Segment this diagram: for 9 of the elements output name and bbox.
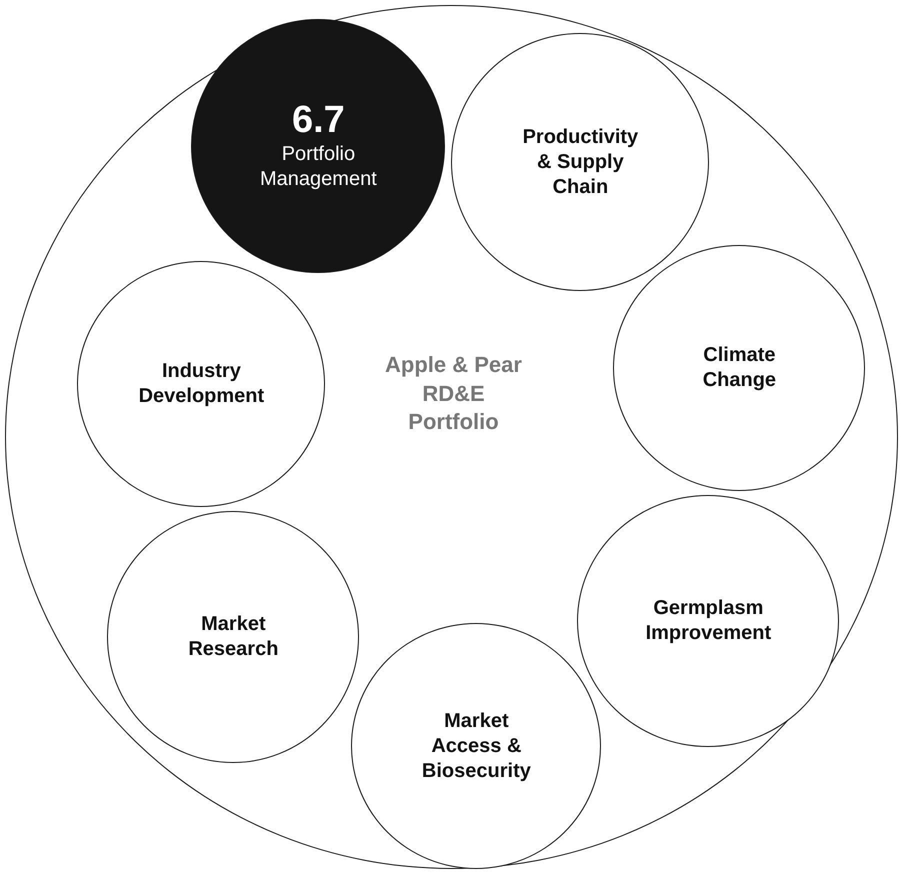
topic-label: Climate Change <box>702 343 778 394</box>
section-number: 6.7 <box>292 100 345 142</box>
topic-label: Germplasm Improvement <box>644 596 772 646</box>
portfolio-title: Apple & Pear RD&E Portfolio <box>384 351 523 436</box>
topic-label: Market Research <box>187 612 280 662</box>
topic-label: Portfolio Management <box>259 142 378 192</box>
topic-label: Market Access & Biosecurity <box>420 708 532 784</box>
topic-label: Industry Development <box>138 359 266 410</box>
topic-label: Productivity & Supply Chain <box>522 124 640 200</box>
